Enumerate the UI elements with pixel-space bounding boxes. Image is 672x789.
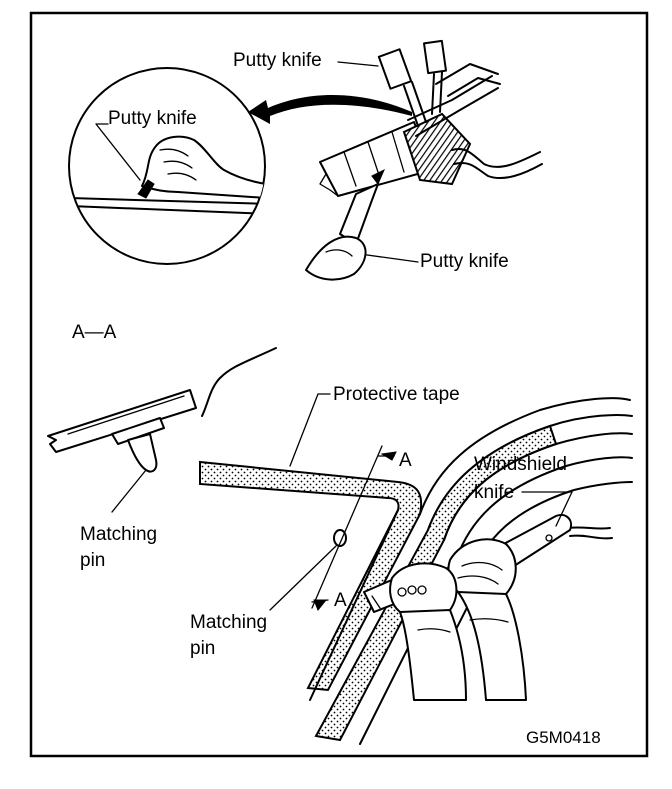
- label-matching-pin-mid-2: pin: [190, 638, 215, 659]
- label-protective-tape: Protective tape: [333, 384, 460, 405]
- section-view: [47, 347, 277, 473]
- figure-frame: [29, 11, 649, 758]
- glass-edge-assembly: [319, 63, 543, 197]
- detail-circle: [68, 67, 266, 265]
- label-windshield-knife-1: Windshield: [474, 454, 567, 475]
- putty-knife-upper: [377, 39, 448, 127]
- leader-windshield-knife: [521, 491, 573, 527]
- label-section-a-a: A—A: [72, 322, 117, 343]
- matching-pin-marker: [333, 529, 347, 547]
- leader-matching-pin-left: [111, 469, 147, 513]
- label-putty-knife-lower: Putty knife: [420, 251, 509, 272]
- label-matching-pin-left-1: Matching: [80, 524, 157, 545]
- label-windshield-knife-2: knife: [474, 482, 514, 503]
- label-putty-knife-upper: Putty knife: [233, 50, 322, 71]
- leader-putty-knife-detail: [95, 123, 141, 181]
- leader-matching-pin-mid: [269, 545, 337, 611]
- leader-putty-knife-upper: [337, 61, 379, 67]
- label-putty-knife-detail: Putty knife: [108, 108, 197, 129]
- label-matching-pin-mid-1: Matching: [190, 612, 267, 633]
- label-matching-pin-left-2: pin: [80, 550, 105, 571]
- windshield-corner: [199, 397, 633, 745]
- figure-code: G5M0418: [526, 728, 601, 747]
- windshield-knife: [363, 514, 613, 701]
- detail-arrow: [248, 95, 412, 124]
- leader-putty-knife-lower: [359, 253, 419, 263]
- label-section-a-upper: A: [399, 450, 412, 471]
- label-section-a-lower: A: [334, 590, 347, 611]
- section-cut-line: [311, 445, 397, 611]
- leader-protective-tape: [289, 393, 331, 467]
- putty-knife-lower: [305, 168, 385, 281]
